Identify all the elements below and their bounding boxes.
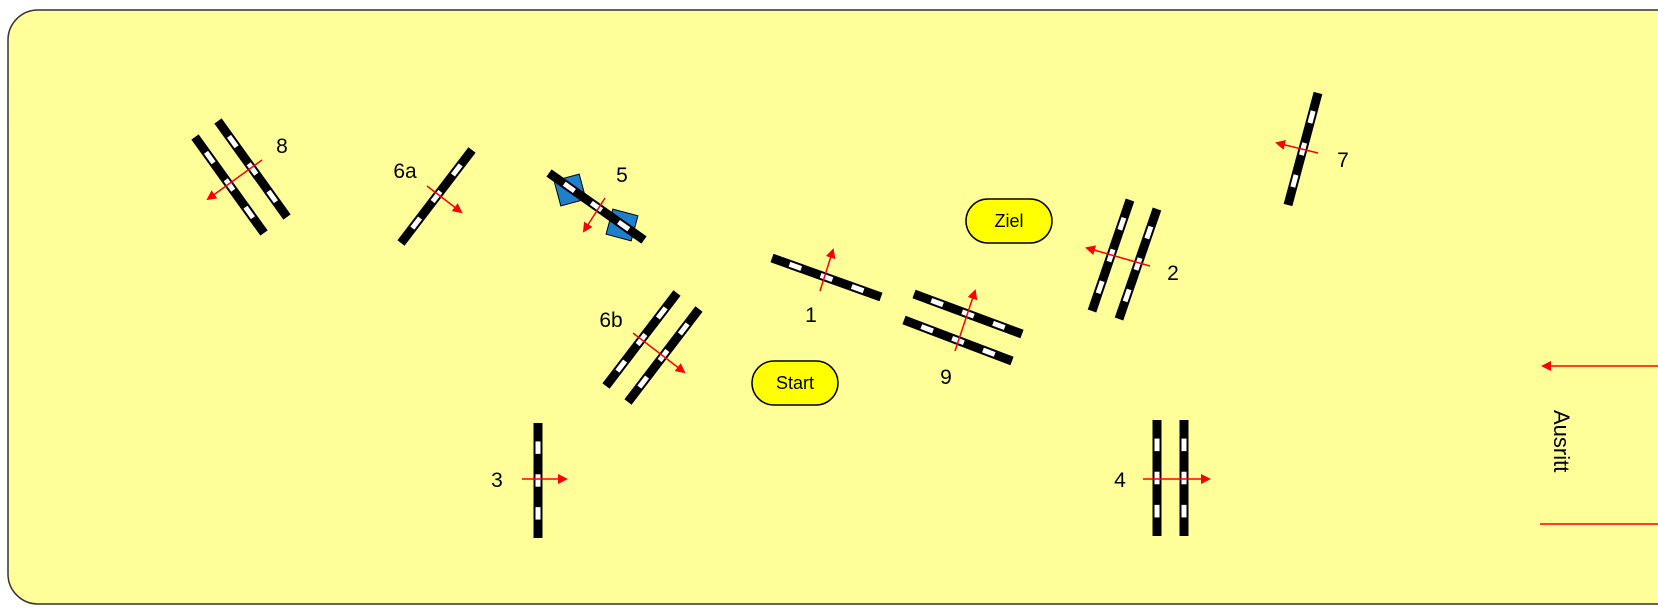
obstacle-4 bbox=[1143, 420, 1211, 536]
obstacle-6b bbox=[602, 290, 703, 405]
obstacle-2-pole-b bbox=[1114, 207, 1162, 321]
exit-label: Ausritt bbox=[1549, 410, 1574, 472]
obstacle-number-4: 4 bbox=[1114, 469, 1126, 492]
arena-background bbox=[7, 9, 1658, 605]
obstacle-number-9: 9 bbox=[940, 366, 952, 389]
obstacle-number-8: 8 bbox=[276, 135, 288, 158]
obstacle-6a bbox=[397, 147, 476, 246]
obstacle-5-pole bbox=[546, 169, 647, 244]
obstacle-8 bbox=[191, 118, 291, 236]
obstacle-1-direction-arrow-icon bbox=[819, 248, 836, 292]
obstacle-number-7: 7 bbox=[1337, 149, 1349, 172]
obstacle-5-direction-arrow-icon bbox=[582, 197, 606, 233]
finish-marker: Ziel bbox=[965, 198, 1053, 244]
obstacle-number-1: 1 bbox=[805, 304, 817, 327]
obstacle-number-5: 5 bbox=[616, 164, 628, 187]
obstacle-number-2: 2 bbox=[1167, 262, 1179, 285]
obstacle-number-3: 3 bbox=[491, 469, 503, 492]
obstacle-3-pole bbox=[533, 423, 543, 538]
start-label: Start bbox=[776, 373, 814, 393]
obstacle-9 bbox=[902, 289, 1024, 366]
obstacle-9-direction-arrow-icon bbox=[954, 289, 978, 352]
exit-marker: Ausritt bbox=[1540, 361, 1658, 525]
finish-label: Ziel bbox=[994, 211, 1023, 231]
obstacle-1-pole bbox=[770, 253, 883, 302]
start-marker: Start bbox=[751, 360, 839, 406]
obstacle-2-direction-arrow-icon bbox=[1085, 245, 1151, 267]
obstacle-number-6b: 6b bbox=[599, 309, 622, 332]
obstacle-7-direction-arrow-icon bbox=[1275, 140, 1319, 154]
obstacle-number-6a: 6a bbox=[393, 160, 417, 183]
obstacle-4-pole-a bbox=[1152, 420, 1162, 536]
obstacle-7 bbox=[1275, 91, 1323, 207]
obstacle-3 bbox=[522, 423, 568, 538]
obstacle-4-pole-b bbox=[1179, 420, 1189, 536]
obstacle-5 bbox=[546, 169, 647, 244]
obstacle-2 bbox=[1085, 198, 1162, 321]
obstacles-layer bbox=[191, 91, 1323, 538]
obstacle-8-pole-b bbox=[214, 118, 291, 220]
obstacle-8-direction-arrow-icon bbox=[206, 159, 263, 201]
obstacle-6a-direction-arrow-icon bbox=[426, 185, 463, 214]
obstacle-6a-pole bbox=[397, 147, 476, 246]
obstacle-1 bbox=[770, 248, 883, 302]
obstacle-6b-direction-arrow-icon bbox=[632, 332, 686, 374]
obstacle-8-pole-a bbox=[191, 134, 268, 236]
